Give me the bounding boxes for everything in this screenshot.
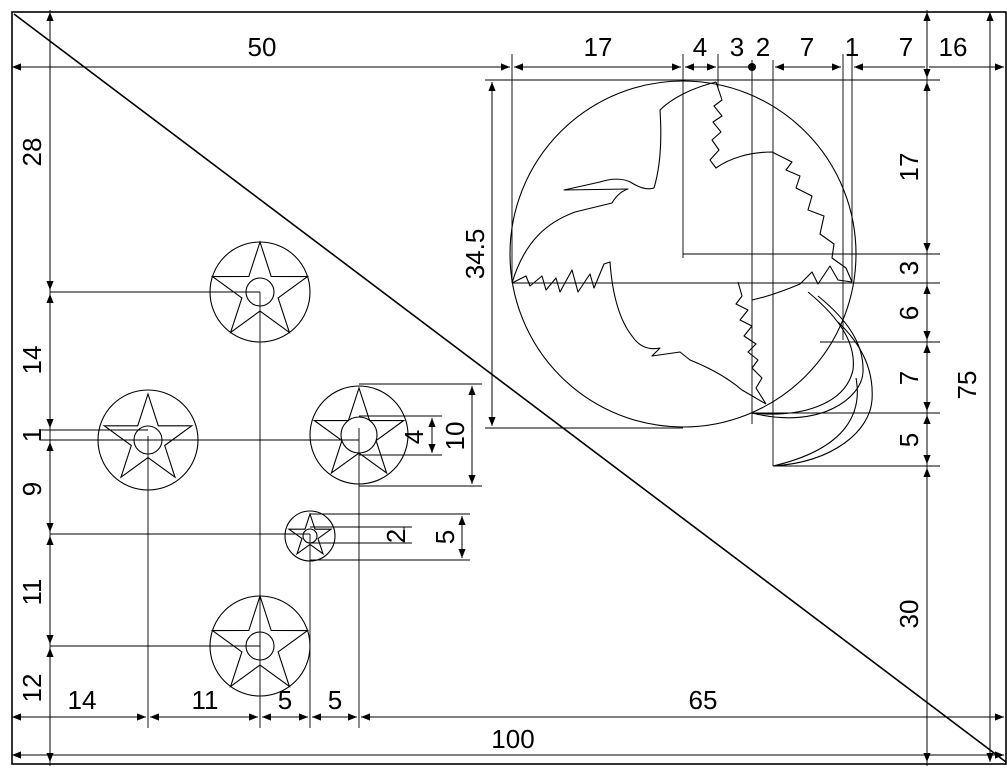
dim-label: 9 xyxy=(17,482,47,496)
horizontal-labels: 50 17 4 3 2 7 1 7 16 14 11 5 5 65 100 xyxy=(68,32,968,754)
dim-label: 17 xyxy=(894,153,924,182)
dim-label: 3 xyxy=(730,32,744,62)
dim-label: 34.5 xyxy=(460,229,490,280)
flag-diagonal xyxy=(13,13,1007,763)
dim-label: 7 xyxy=(899,32,913,62)
star-bottom xyxy=(209,594,311,697)
dim-label: 7 xyxy=(894,371,924,385)
star-small xyxy=(284,510,336,562)
dim-label: 1 xyxy=(17,428,47,442)
vertical-labels: 28 14 1 9 11 12 17 3 6 7 5 30 75 34.5 4 … xyxy=(17,138,982,703)
dim-label: 30 xyxy=(894,600,924,629)
dim-label: 16 xyxy=(939,32,968,62)
dim-label: 7 xyxy=(800,32,814,62)
flag-outline xyxy=(11,11,1007,765)
dim-label: 1 xyxy=(845,32,859,62)
dim-label: 17 xyxy=(584,32,613,62)
stars xyxy=(97,240,409,697)
dim-label: 4 xyxy=(399,430,429,444)
dim-label: 5 xyxy=(278,685,292,715)
dim-label: 65 xyxy=(689,685,718,715)
star-right xyxy=(309,385,409,485)
dim-label: 100 xyxy=(491,724,534,754)
dim-label: 5 xyxy=(894,433,924,447)
dim-label: 6 xyxy=(894,306,924,320)
star-left xyxy=(97,389,199,491)
dim-label: 12 xyxy=(17,674,47,703)
dim-label: 5 xyxy=(328,685,342,715)
extension-lines xyxy=(40,10,940,766)
dim-label: 11 xyxy=(192,685,219,715)
bird-of-paradise-icon xyxy=(509,80,873,467)
dim-label: 11 xyxy=(17,579,47,606)
dim-label: 50 xyxy=(248,32,277,62)
dim-label: 75 xyxy=(952,371,982,400)
dimension-lines xyxy=(12,12,1004,762)
dim-label: 14 xyxy=(68,685,97,715)
dim-label: 10 xyxy=(440,422,470,451)
bird-circle xyxy=(509,80,857,428)
dim-label: 4 xyxy=(693,32,707,62)
dim-label: 2 xyxy=(756,32,770,62)
dim-label: 5 xyxy=(430,530,460,544)
dim-label: 3 xyxy=(894,261,924,275)
dim-label: 2 xyxy=(381,529,411,543)
star-top xyxy=(209,240,311,343)
dim-label: 28 xyxy=(17,138,47,167)
flag-border xyxy=(11,11,1007,765)
reference-point xyxy=(748,63,756,71)
dim-label: 14 xyxy=(17,346,47,375)
